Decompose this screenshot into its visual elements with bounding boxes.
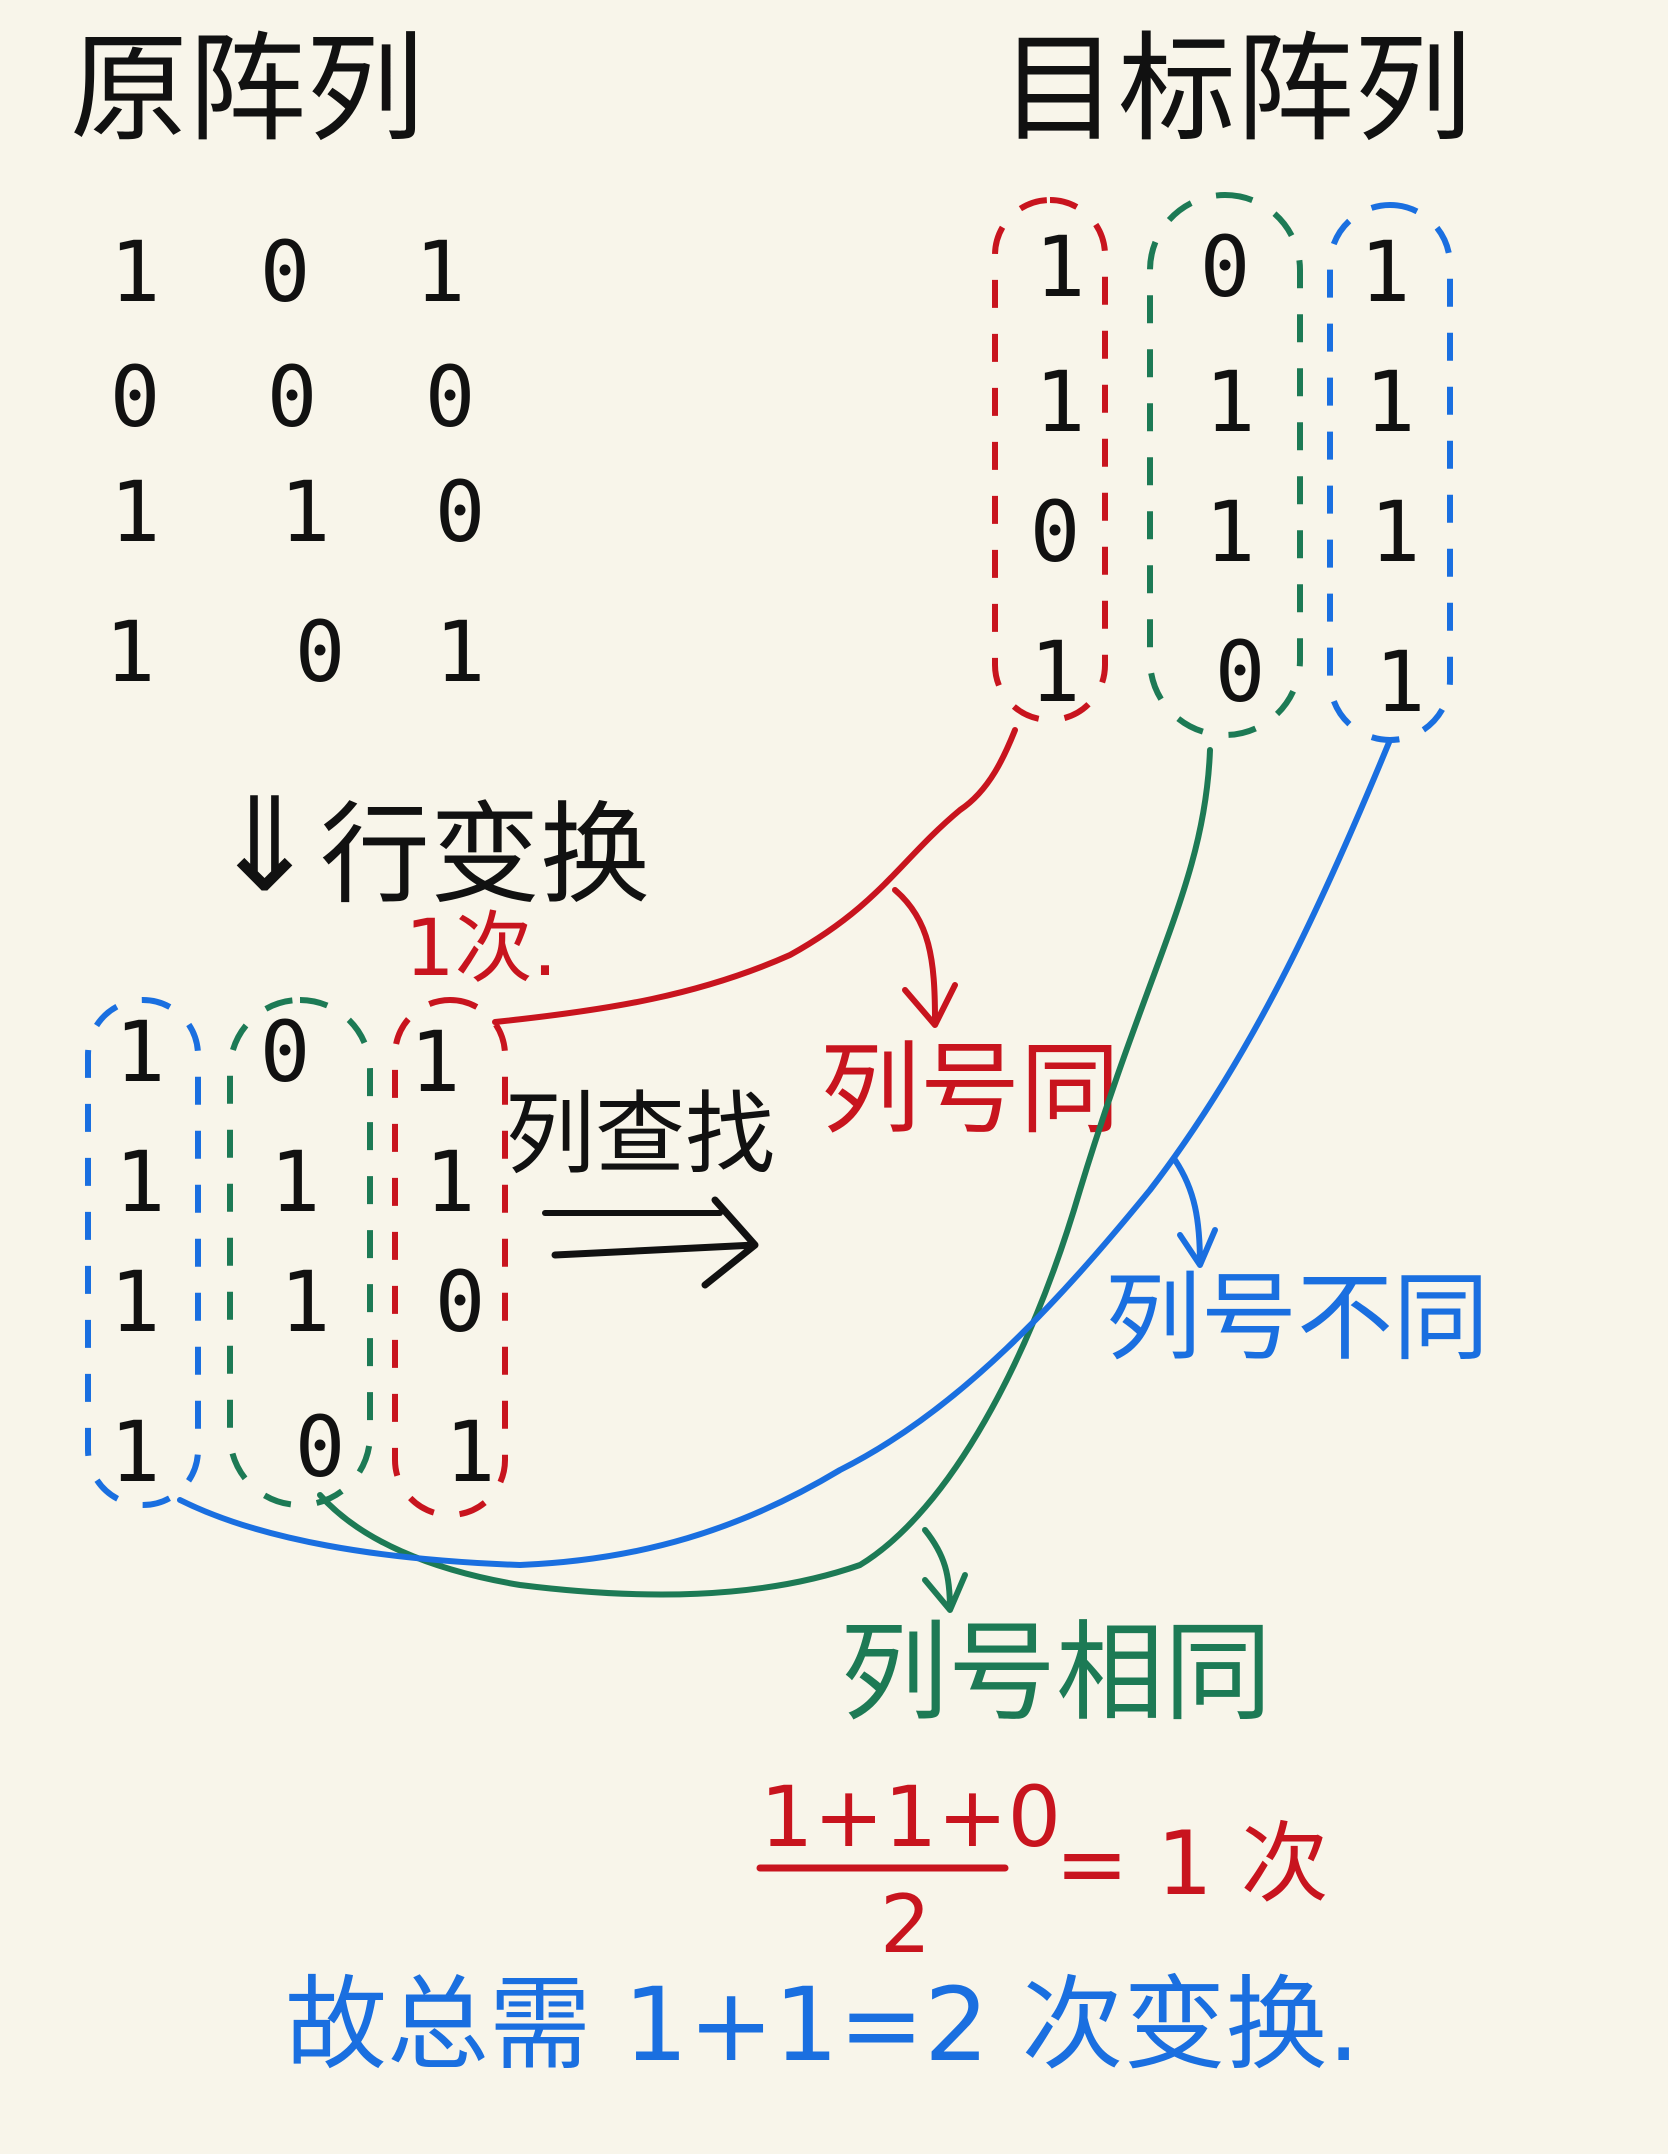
original-cell: 0: [424, 348, 476, 446]
target-cell: 1: [1369, 483, 1421, 581]
target-cell: 1: [1364, 353, 1416, 451]
blue-pointer-arrow-icon: [1172, 1157, 1218, 1268]
fraction-result: = 1 次: [1055, 1812, 1329, 1915]
target-column-blue-outline: [1327, 202, 1453, 743]
target-cell: 0: [1029, 483, 1081, 581]
original-cell: 1: [279, 463, 331, 561]
original-cell: 1: [104, 603, 156, 701]
target-cell: 1: [1029, 623, 1081, 721]
same-column-red-label: 列号同: [820, 1031, 1120, 1148]
green-pointer-arrow-icon: [922, 1527, 968, 1613]
original-cell: 0: [266, 348, 318, 446]
transformed-cell: 0: [294, 1398, 346, 1496]
target-cell: 1: [1374, 633, 1426, 731]
target-column-red-outline: [992, 197, 1108, 723]
target-array-title: 目标阵列: [1000, 20, 1473, 158]
column-search-arrow-icon: [551, 1196, 759, 1289]
transformed-cell: 1: [409, 1013, 461, 1111]
target-cell: 1: [1034, 218, 1086, 316]
transformed-cell: 1: [114, 1003, 166, 1101]
transformed-cell: 1: [109, 1253, 161, 1351]
transformed-cell: 1: [114, 1133, 166, 1231]
target-cell: 1: [1034, 353, 1086, 451]
blue-connector: [177, 737, 1393, 1569]
transformed-cell: 1: [269, 1133, 321, 1231]
red-pointer-arrow-icon: [892, 887, 958, 1028]
original-cell: 0: [259, 223, 311, 321]
target-cell: 1: [1204, 483, 1256, 581]
transformed-cell: 1: [424, 1133, 476, 1231]
row-transform-label: 行变换: [320, 791, 650, 919]
red-connector: [492, 727, 1018, 1025]
target-cell: 0: [1199, 218, 1251, 316]
transformed-column-blue-outline: [85, 997, 201, 1508]
green-connector: [317, 747, 1213, 1598]
target-column-green-outline: [1147, 192, 1303, 738]
original-cell: 1: [434, 603, 486, 701]
transformed-column-red-outline: [392, 997, 508, 1518]
row-transform-count: 1次.: [405, 904, 558, 994]
target-cell: 0: [1214, 623, 1266, 721]
original-cell: 0: [294, 603, 346, 701]
different-column-blue-label: 列号不同: [1105, 1262, 1489, 1374]
fraction-denominator: 2: [880, 1878, 931, 1971]
transformed-cell: 0: [434, 1253, 486, 1351]
transformed-column-green-outline: [227, 997, 373, 1508]
transformed-cell: 0: [259, 1003, 311, 1101]
original-cell: 0: [109, 348, 161, 446]
conclusion-text: 故总需 1+1=2 次变换.: [285, 1966, 1360, 2085]
target-cell: 1: [1204, 353, 1256, 451]
original-cell: 1: [414, 223, 466, 321]
transformed-cell: 1: [109, 1403, 161, 1501]
original-cell: 0: [434, 463, 486, 561]
transformed-cell: 1: [444, 1403, 496, 1501]
fraction-numerator: 1+1+0: [760, 1768, 1062, 1866]
original-array-title: 原阵列: [70, 20, 425, 158]
target-cell: 1: [1359, 223, 1411, 321]
original-cell: 1: [109, 463, 161, 561]
down-arrow-icon: ⇓: [210, 769, 319, 921]
column-search-label: 列查找: [505, 1082, 775, 1187]
transformed-cell: 1: [279, 1253, 331, 1351]
original-cell: 1: [109, 223, 161, 321]
same-column-green-label: 列号相同: [840, 1611, 1273, 1736]
